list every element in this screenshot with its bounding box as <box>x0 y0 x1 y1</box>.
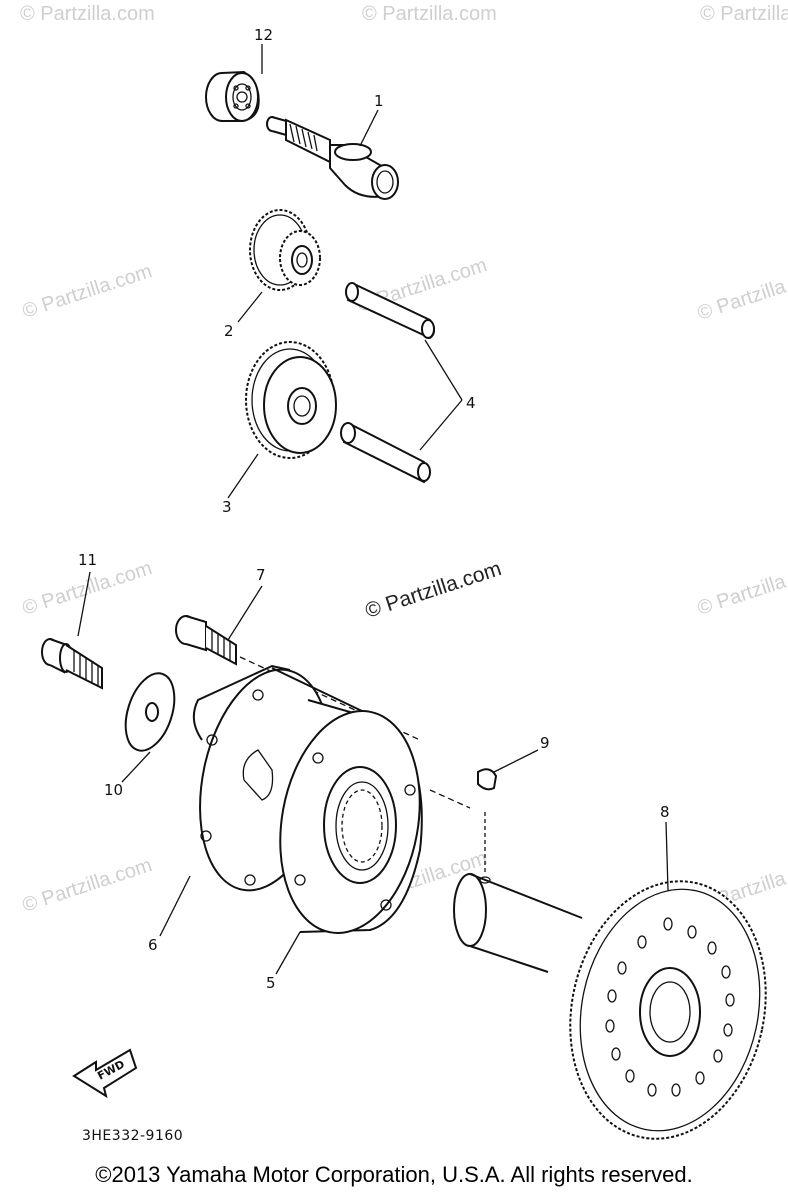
callout-12: 12 <box>254 26 273 44</box>
watermark: © Partzilla.com <box>20 3 155 25</box>
diagram-code: 3HE332-9160 <box>82 1128 183 1144</box>
callout-3: 3 <box>222 498 232 516</box>
callout-10: 10 <box>104 781 123 799</box>
callout-7: 7 <box>256 566 266 584</box>
callout-5: 5 <box>266 974 276 992</box>
bolt-part-11 <box>41 638 103 690</box>
callout-2: 2 <box>224 322 234 340</box>
callouts: 12 1 2 4 3 11 7 9 8 10 6 5 <box>78 26 670 992</box>
watermark: © Partzilla.com <box>20 260 155 323</box>
shaft-part-1 <box>266 116 399 200</box>
callout-6: 6 <box>148 936 158 954</box>
gear-part-2 <box>249 209 321 291</box>
gear-part-3 <box>245 341 337 459</box>
copyright-footer: ©2013 Yamaha Motor Corporation, U.S.A. A… <box>95 1162 693 1187</box>
bolt-part-7 <box>175 615 237 666</box>
watermark: © Partzilla.com <box>695 557 788 620</box>
callout-1: 1 <box>374 92 384 110</box>
callout-4: 4 <box>466 394 476 412</box>
key-part-9 <box>477 768 498 791</box>
pin-part-4-upper <box>345 282 435 340</box>
watermark: © Partzilla.com <box>362 3 497 25</box>
exploded-parts-diagram: © Partzilla.com © Partzilla.com © Partzi… <box>20 3 788 1144</box>
watermark: © Partzilla.com <box>695 262 788 325</box>
clutch-housing-part-5 <box>271 667 423 934</box>
callout-8: 8 <box>660 803 670 821</box>
watermark-main: © Partzilla.com <box>362 557 504 623</box>
bearing-part-12 <box>205 70 260 122</box>
leader-lines <box>77 44 669 975</box>
watermark: © Partzilla.com <box>20 854 155 917</box>
callout-9: 9 <box>540 734 550 752</box>
washer-part-10 <box>124 672 176 752</box>
forward-direction-arrow: FWD <box>72 1048 138 1099</box>
pin-part-4-lower <box>340 422 431 484</box>
watermark: © Partzilla.com <box>700 3 788 25</box>
crankshaft-end <box>453 873 583 973</box>
starter-gear-part-8 <box>569 880 767 1140</box>
callout-11: 11 <box>78 551 97 569</box>
